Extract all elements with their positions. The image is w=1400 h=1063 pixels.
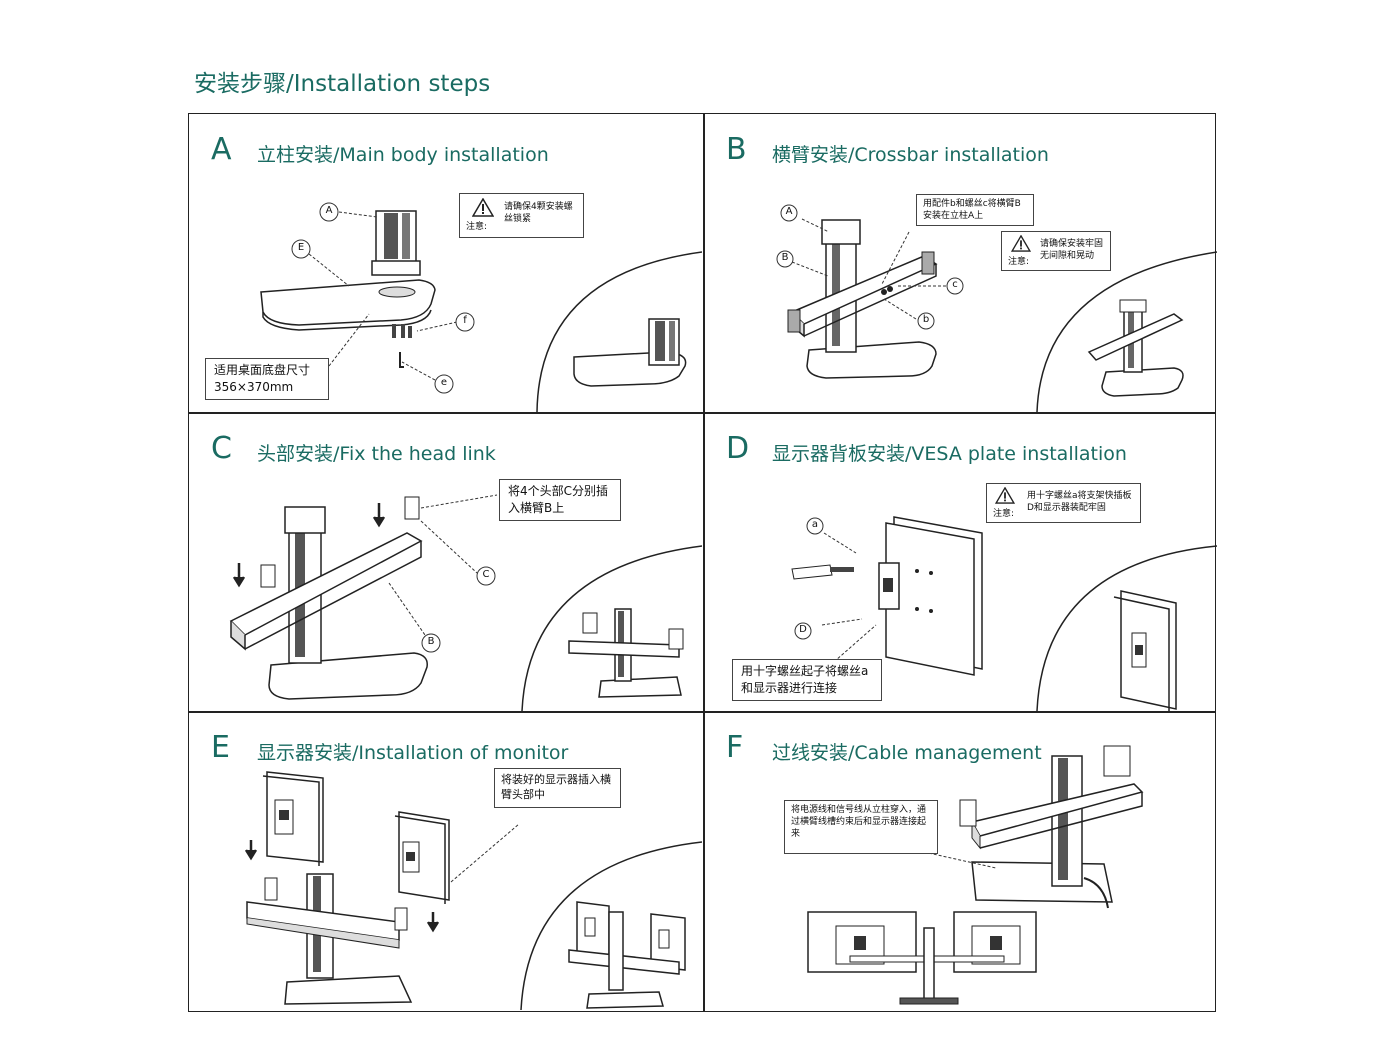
callout-label: e [440, 377, 448, 388]
callout-label: f [463, 315, 467, 326]
step-c-illustration [229, 494, 702, 712]
step-heading: 显示器安装/Installation of monitor [257, 742, 569, 764]
step-heading: 头部安装/Fix the head link [257, 443, 496, 465]
callout-label: a [811, 519, 819, 530]
warning-icon [1011, 235, 1031, 252]
warning-text: 请确保4颗安装螺丝锁紧 [504, 202, 573, 224]
callout-label: c [952, 279, 958, 290]
step-a: A 立柱安装/Main body installation A E f e 注意… [189, 114, 702, 413]
callout-label: A [325, 205, 333, 216]
warning-icon [472, 198, 494, 217]
callout-label: B [781, 252, 789, 263]
steps-grid: A 立柱安装/Main body installation A E f e 注意… [188, 113, 1217, 1012]
grid-divider-row-2 [189, 711, 1215, 713]
step-heading: 过线安装/Cable management [772, 742, 1042, 764]
warning-box: 注意: 请确保安装牢固无间隙和晃动 [1001, 231, 1111, 271]
note-box: 将电源线和信号线从立柱穿入，通过横臂线槽约束后和显示器连接起来 [784, 800, 938, 854]
note-box: 用配件b和螺丝c将横臂B安装在立柱A上 [916, 194, 1034, 226]
grid-divider-vertical [703, 114, 705, 1011]
step-heading: 显示器背板安装/VESA plate installation [772, 443, 1127, 465]
step-heading: 横臂安装/Crossbar installation [772, 144, 1049, 166]
warning-note: 注意: [466, 222, 488, 232]
step-d: D 显示器背板安装/VESA plate installation a D 注意… [704, 413, 1217, 712]
warning-note: 注意: [993, 509, 1015, 519]
callout-label: C [482, 569, 490, 580]
step-e-illustration [244, 771, 702, 1011]
step-b: B 横臂安装/Crossbar installation A B c b 用配件… [704, 114, 1217, 413]
page-title: 安装步骤/Installation steps [194, 71, 491, 97]
step-a-illustration [260, 202, 702, 413]
step-e: E 显示器安装/Installation of monitor 将装好的显示器插… [189, 712, 702, 1011]
step-b-illustration [776, 204, 1217, 413]
step-f-illustration [807, 745, 1144, 1005]
callout-label: E [297, 242, 305, 253]
note-box: 用十字螺丝起子将螺丝a和显示器进行连接 [732, 659, 882, 701]
step-letter: E [211, 730, 230, 765]
step-f: F 过线安装/Cable management 将电源线和信号线从立柱穿入，通过… [704, 712, 1217, 1011]
warning-box: 注意: 用十字螺丝a将支架快插板D和显示器装配牢固 [986, 483, 1141, 523]
warning-box: 注意: 请确保4颗安装螺丝锁紧 [459, 193, 584, 238]
callout-label: D [799, 624, 807, 635]
callout-label: A [785, 206, 793, 217]
note-box: 将装好的显示器插入横臂头部中 [494, 768, 621, 808]
step-letter: C [211, 431, 232, 466]
step-letter: B [726, 132, 747, 167]
step-heading: 立柱安装/Main body installation [257, 144, 549, 166]
step-letter: F [726, 730, 744, 765]
callout-label: b [922, 314, 930, 325]
step-d-illustration [791, 516, 1217, 712]
callout-label: B [427, 636, 435, 647]
grid-divider-row-1 [189, 412, 1215, 414]
note-box: 将4个头部C分别插入横臂B上 [499, 479, 621, 521]
step-letter: D [726, 431, 750, 466]
note-box: 适用桌面底盘尺寸 356×370mm [205, 358, 329, 400]
step-letter: A [211, 132, 232, 167]
warning-note: 注意: [1008, 257, 1030, 267]
warning-text: 用十字螺丝a将支架快插板D和显示器装配牢固 [1027, 491, 1132, 513]
step-c: C 头部安装/Fix the head link C B 将4个头部C分别插入横… [189, 413, 702, 712]
warning-icon [995, 487, 1015, 504]
warning-text: 请确保安装牢固无间隙和晃动 [1040, 239, 1104, 261]
